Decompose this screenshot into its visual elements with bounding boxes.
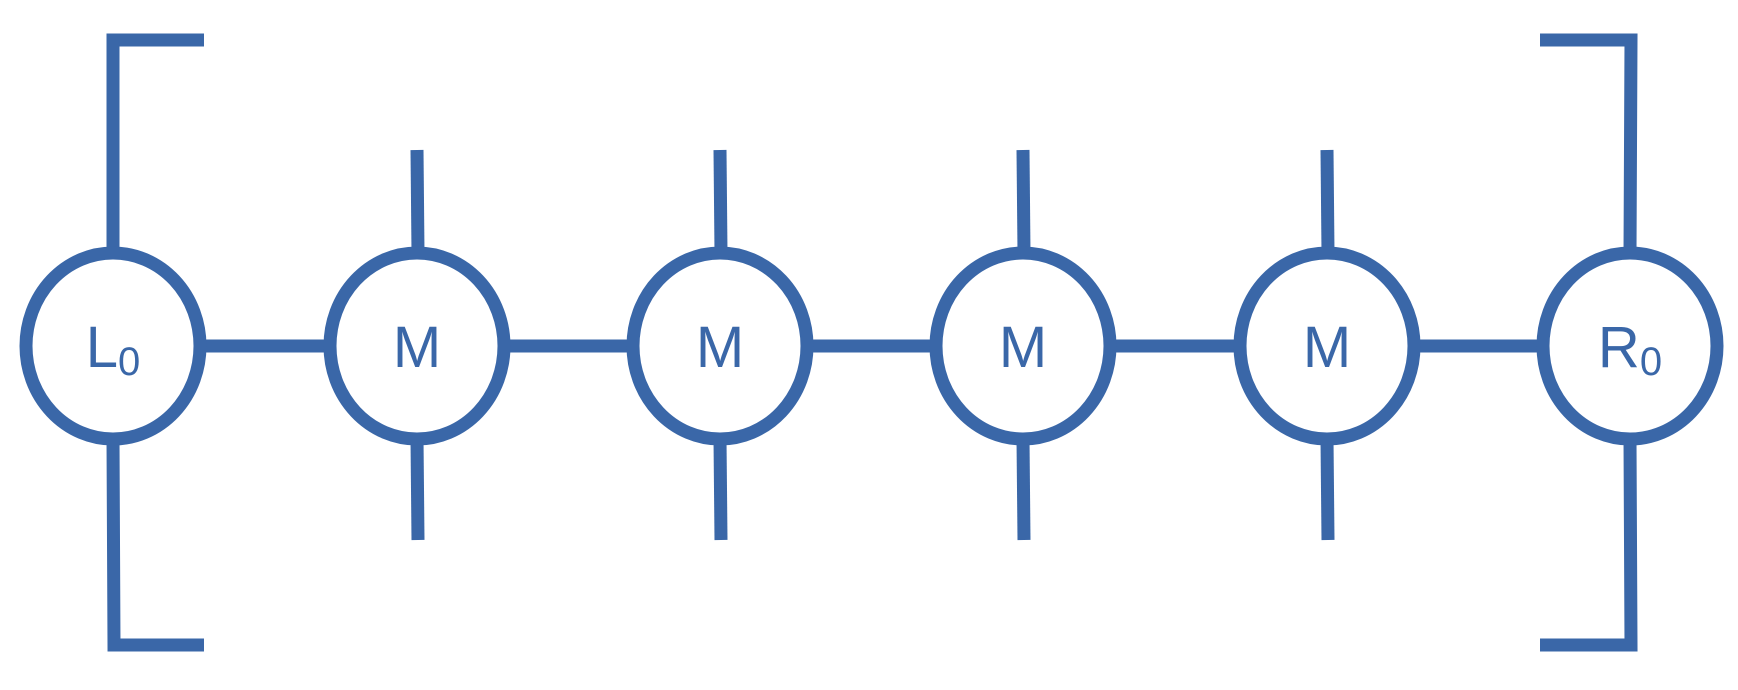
tensor-node: M <box>1233 246 1421 446</box>
right-bracket-top <box>1540 33 1638 254</box>
tensor-node: M <box>626 246 814 446</box>
tensor-node: L0 <box>19 246 207 446</box>
node-ellipse <box>323 246 511 446</box>
leg-bottom-4 <box>1320 438 1335 541</box>
node-letter: M <box>1303 315 1351 380</box>
leg-bottom-2 <box>713 438 728 541</box>
node-letter: M <box>696 315 744 380</box>
leg-top-2 <box>713 149 728 254</box>
node-ellipse <box>1536 246 1724 446</box>
tensor-node: R0 <box>1536 246 1724 446</box>
right-bracket-bottom <box>1540 438 1638 652</box>
node-label: M <box>999 315 1047 380</box>
leg-top-3 <box>1016 149 1031 254</box>
tensor-node: M <box>323 246 511 446</box>
node-subscript: 0 <box>118 340 140 384</box>
node-ellipse <box>929 246 1117 446</box>
node-letter: M <box>999 315 1047 380</box>
node-ellipse <box>1233 246 1421 446</box>
node-label: R0 <box>1598 315 1662 384</box>
node-letter: L <box>86 315 118 380</box>
left-bracket-bottom <box>106 438 204 652</box>
tensor-node: M <box>929 246 1117 446</box>
leg-bottom-1 <box>410 438 425 541</box>
node-subscript: 0 <box>1640 340 1662 384</box>
node-label: L0 <box>86 315 141 384</box>
leg-top-1 <box>410 149 425 254</box>
left-bracket-top <box>106 33 204 253</box>
leg-bottom-3 <box>1016 438 1031 541</box>
node-ellipse <box>19 246 207 446</box>
node-ellipse <box>626 246 814 446</box>
leg-top-4 <box>1320 149 1335 254</box>
node-label: M <box>696 315 744 380</box>
node-letter: R <box>1598 315 1640 380</box>
node-label: M <box>1303 315 1351 380</box>
connector-lines <box>106 33 1638 652</box>
node-letter: M <box>393 315 441 380</box>
node-label: M <box>393 315 441 380</box>
